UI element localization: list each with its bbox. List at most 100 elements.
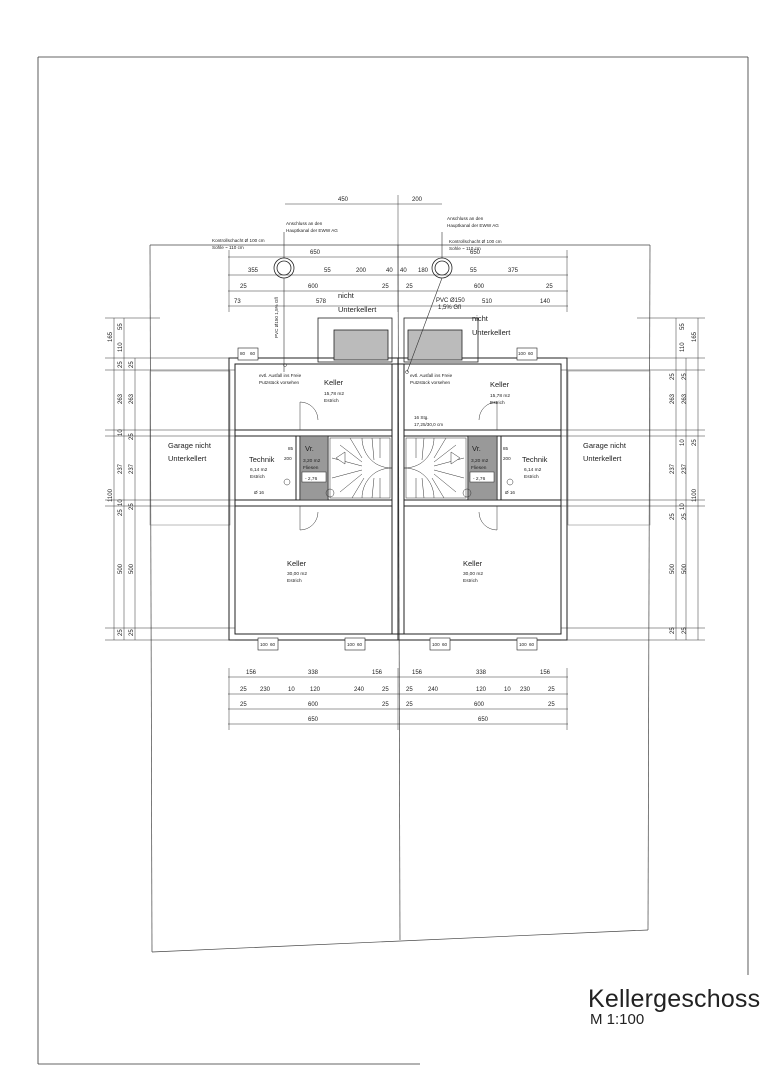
room-level: - 2,76 bbox=[305, 476, 318, 482]
dim-top-200b: 200 bbox=[356, 268, 367, 274]
garage-right-outline bbox=[567, 370, 651, 526]
dim-bot-25h: 25 bbox=[548, 702, 555, 708]
building-walls bbox=[228, 357, 568, 641]
room-floor: Fliesen bbox=[303, 465, 319, 471]
nicht-unterkellert-left-1: nicht bbox=[338, 291, 355, 300]
dim-right-b-25b: 25 bbox=[692, 439, 698, 446]
dim-right-25a: 25 bbox=[670, 373, 676, 380]
dim-bot-25e: 25 bbox=[240, 702, 247, 708]
garage-right-1: Garage nicht bbox=[583, 441, 627, 450]
door-85-right: 85 bbox=[503, 446, 509, 451]
garage-left-outline bbox=[149, 370, 231, 526]
nicht-unterkellert-left-2: Unterkellert bbox=[338, 305, 377, 314]
anschluss-right-2: Hauptkanal der EWW AG bbox=[447, 223, 499, 228]
dim-right-10a: 10 bbox=[680, 439, 686, 446]
sb-left: Ø 16 bbox=[254, 490, 264, 495]
ausfall-left-2: Putzstück vorsehen bbox=[259, 380, 300, 385]
dim-bot-120a: 120 bbox=[310, 687, 321, 693]
win-60-top-right: 60 bbox=[528, 351, 534, 356]
dim-left-b-237: 237 bbox=[129, 463, 135, 474]
win-100-bot-3: 100 bbox=[432, 642, 440, 647]
dim-right-b-237: 237 bbox=[682, 463, 688, 474]
room-name: Technik bbox=[249, 455, 275, 464]
room-name: Keller bbox=[287, 559, 307, 568]
side-dims-right: 55 110 25 263 10 237 10 25 500 25 165 25… bbox=[670, 323, 698, 634]
sheet-frame bbox=[37, 56, 749, 1065]
dim-bot-650b: 650 bbox=[478, 717, 489, 723]
room-floor: Estrich bbox=[463, 578, 478, 584]
stair-note-2: 17,25/30,0 cm bbox=[414, 422, 443, 427]
room-floor: Estrich bbox=[524, 474, 539, 480]
level-box bbox=[469, 471, 495, 483]
dim-left-b-25d: 25 bbox=[129, 629, 135, 636]
dim-top-375: 375 bbox=[508, 268, 519, 274]
dim-bot-338a: 338 bbox=[308, 670, 319, 676]
drawing-scale: M 1:100 bbox=[590, 1011, 645, 1028]
room-area: 3,20 m2 bbox=[471, 458, 489, 464]
room-keller-bottom-right: Keller 30,00 m2 Estrich bbox=[463, 559, 483, 584]
dim-bot-240b: 240 bbox=[428, 687, 439, 693]
dim-bot-25d: 25 bbox=[548, 687, 555, 693]
dim-left-110: 110 bbox=[118, 342, 124, 352]
sewer-pipes bbox=[283, 232, 443, 373]
dim-left-165: 165 bbox=[108, 331, 114, 342]
kontroll-right-2: Sohle ~ 110 cm bbox=[449, 246, 481, 251]
dim-left-b-25b: 25 bbox=[129, 433, 135, 440]
dim-top-200: 200 bbox=[412, 197, 423, 203]
dim-right-500a: 500 bbox=[670, 563, 676, 574]
nicht-unterkellert-right-2: Unterkellert bbox=[472, 328, 511, 337]
drawing-title: Kellergeschoss bbox=[588, 985, 761, 1013]
dim-right-55: 55 bbox=[680, 323, 686, 330]
dim-left-10a: 10 bbox=[118, 429, 124, 436]
dim-bot-25c: 25 bbox=[406, 687, 413, 693]
room-keller-top-right: Keller 15,78 m2 Estrich bbox=[490, 380, 510, 406]
dim-left-500a: 500 bbox=[118, 563, 124, 574]
dim-bot-600b: 600 bbox=[474, 702, 485, 708]
nicht-unterkellert-right-1: nicht bbox=[472, 314, 489, 323]
door-swings bbox=[283, 363, 514, 531]
door-200-right: 200 bbox=[503, 456, 511, 461]
room-area: 6,14 m2 bbox=[524, 467, 542, 473]
dim-top-55b: 55 bbox=[470, 268, 477, 274]
garage-left-1: Garage nicht bbox=[168, 441, 212, 450]
pvc-left: PVC Ø150 1,5% Gfl bbox=[274, 297, 279, 338]
dim-bot-120b: 120 bbox=[476, 687, 487, 693]
room-name: Keller bbox=[324, 378, 344, 387]
ausfall-left-1: evtl. Ausfall ins Freie bbox=[259, 373, 302, 378]
dim-left-b-25c: 25 bbox=[129, 503, 135, 510]
dim-left-b-263: 263 bbox=[129, 393, 135, 404]
dim-bot-240a: 240 bbox=[354, 687, 365, 693]
win-100-top-right: 100 bbox=[518, 351, 526, 356]
pvc-right-1: PVC Ø150 bbox=[436, 298, 465, 304]
dim-bot-650a: 650 bbox=[308, 717, 319, 723]
kontroll-right-1: Kontrollschacht Ø 100 cm bbox=[449, 239, 502, 244]
dim-bot-10a: 10 bbox=[288, 687, 295, 693]
room-area: 30,00 m2 bbox=[287, 571, 307, 577]
dim-top-650-left: 650 bbox=[310, 250, 321, 256]
win-60-bot-4: 60 bbox=[529, 642, 535, 647]
dim-right-b-500: 500 bbox=[682, 563, 688, 574]
dim-right-b-25a: 25 bbox=[682, 373, 688, 380]
dim-bot-156c: 156 bbox=[412, 670, 423, 676]
anschluss-left-1: Anschluss an den bbox=[286, 221, 323, 226]
dim-bot-25f: 25 bbox=[382, 702, 389, 708]
room-name: Vr. bbox=[305, 444, 314, 453]
dim-bot-156a: 156 bbox=[246, 670, 257, 676]
dim-bot-156b: 156 bbox=[372, 670, 383, 676]
dim-right-237a: 237 bbox=[670, 463, 676, 474]
garage-right-2: Unterkellert bbox=[583, 454, 622, 463]
pvc-right-2: 1,5% Gfl bbox=[438, 305, 461, 311]
room-technik-left: Technik 6,14 m2 Estrich bbox=[249, 455, 275, 480]
dim-top-600a: 600 bbox=[308, 284, 319, 290]
room-vorraum-right: Vr. 3,20 m2 Fliesen - 2,76 bbox=[469, 444, 495, 483]
level-box bbox=[301, 471, 327, 483]
dim-top-55a: 55 bbox=[324, 268, 331, 274]
dim-top-140: 140 bbox=[540, 299, 551, 305]
win-100-bot-4: 100 bbox=[519, 642, 527, 647]
room-area: 15,78 m2 bbox=[324, 391, 344, 397]
dim-left-b-500: 500 bbox=[129, 563, 135, 574]
room-floor: Estrich bbox=[287, 578, 302, 584]
dim-left-55: 55 bbox=[118, 323, 124, 330]
room-area: 30,00 m2 bbox=[463, 571, 483, 577]
